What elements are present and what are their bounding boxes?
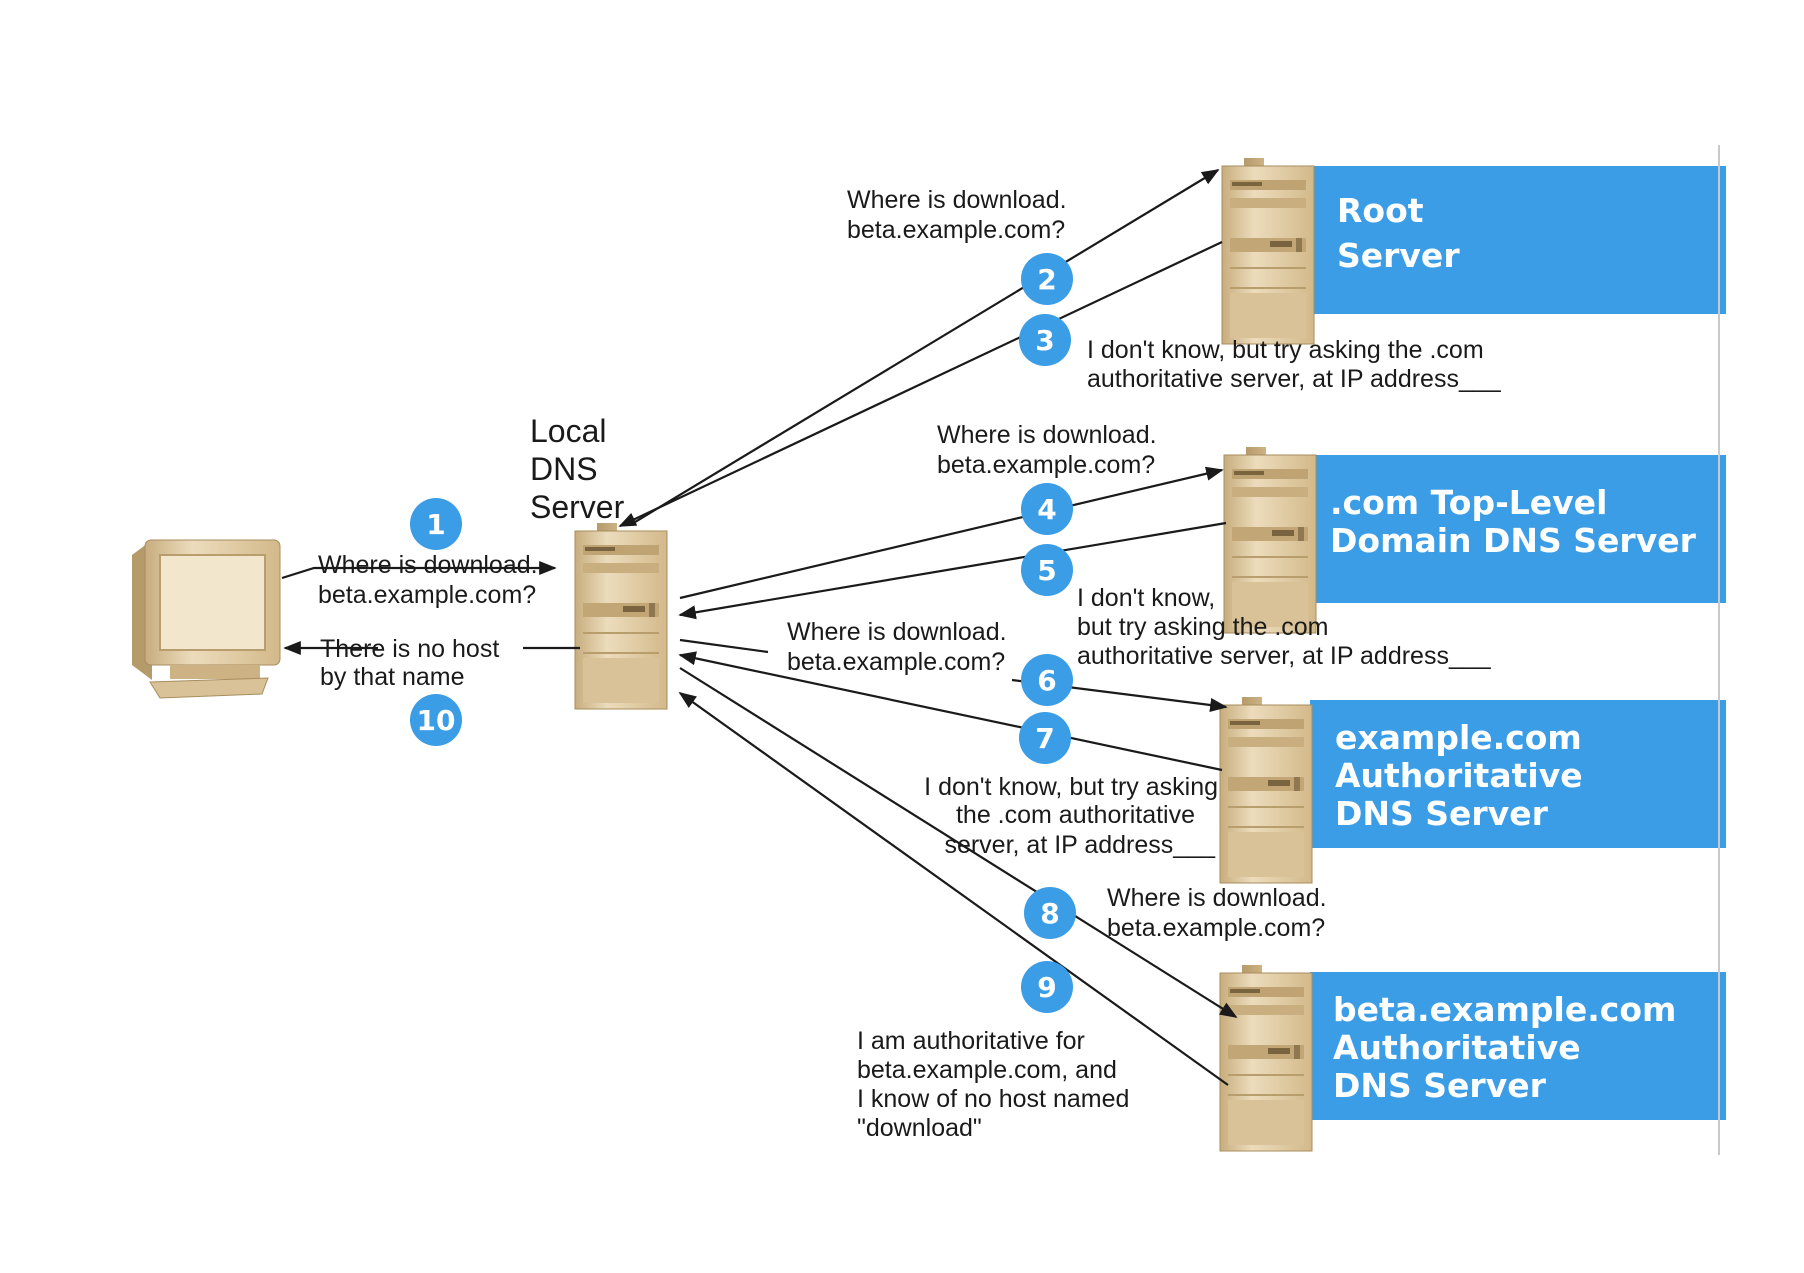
- root-server-label-line-1: Root: [1337, 191, 1424, 230]
- svg-text:"download": "download": [857, 1114, 982, 1142]
- step-10-badge: 10: [410, 694, 462, 746]
- arrow-step-5: [678, 521, 1227, 620]
- step-5-badge: 5: [1021, 544, 1073, 596]
- svg-text:7: 7: [1035, 722, 1054, 755]
- root-server-band: [1310, 166, 1726, 314]
- svg-text:authoritative server, at IP ad: authoritative server, at IP address___: [1077, 642, 1492, 670]
- svg-text:3: 3: [1035, 324, 1054, 357]
- example-server-label-line-3: DNS Server: [1335, 794, 1549, 833]
- example-server-icon: [1219, 696, 1313, 884]
- svg-text:the .com authoritative: the .com authoritative: [956, 801, 1195, 829]
- com-server-icon: [1223, 446, 1317, 634]
- svg-text:server, at IP address___: server, at IP address___: [944, 831, 1216, 859]
- beta-server-label-line-2: Authoritative: [1333, 1028, 1581, 1067]
- step-4-text: Where is download. beta.example.com?: [937, 421, 1157, 479]
- beta-server-label-line-1: beta.example.com: [1333, 990, 1676, 1029]
- svg-text:I don't know, but try asking t: I don't know, but try asking the .com: [1087, 336, 1484, 364]
- svg-text:beta.example.com?: beta.example.com?: [318, 581, 536, 609]
- svg-text:Where is download.: Where is download.: [787, 618, 1007, 646]
- local-dns-label-line-1: Local: [530, 413, 607, 449]
- arrow-step-2: [634, 169, 1220, 523]
- svg-text:9: 9: [1037, 971, 1056, 1004]
- step-5-text: I don't know, but try asking the .com au…: [1077, 584, 1492, 670]
- local-dns-server-icon: [574, 522, 668, 710]
- example-server-band: [1310, 700, 1726, 848]
- beta-server-band: [1310, 972, 1726, 1120]
- svg-text:beta.example.com?: beta.example.com?: [1107, 914, 1325, 942]
- arrow-step-9: [678, 691, 1229, 1086]
- svg-text:I am authoritative for: I am authoritative for: [857, 1027, 1085, 1055]
- svg-text:8: 8: [1040, 897, 1059, 930]
- arrow-step-1: [281, 560, 557, 580]
- svg-text:5: 5: [1037, 554, 1056, 587]
- svg-text:6: 6: [1037, 664, 1056, 697]
- step-6-badge: 6: [1021, 654, 1073, 706]
- root-server-label-line-2: Server: [1337, 236, 1460, 275]
- beta-server-icon: [1219, 964, 1313, 1152]
- com-server-label-line-1: .com Top-Level: [1330, 483, 1607, 522]
- arrow-step-4: [679, 466, 1224, 600]
- svg-text:beta.example.com, and: beta.example.com, and: [857, 1056, 1117, 1084]
- step-1-text: Where is download. beta.example.com?: [318, 551, 538, 609]
- step-3-text: I don't know, but try asking the .com au…: [1087, 336, 1502, 393]
- step-6-text: Where is download. beta.example.com?: [787, 618, 1007, 676]
- svg-text:There is no host: There is no host: [320, 635, 499, 663]
- svg-text:authoritative server, at IP ad: authoritative server, at IP address___: [1087, 365, 1502, 393]
- step-3-badge: 3: [1019, 314, 1071, 366]
- svg-text:4: 4: [1037, 493, 1056, 526]
- com-server-label-line-2: Domain DNS Server: [1330, 521, 1697, 560]
- svg-text:Where is download.: Where is download.: [1107, 884, 1327, 912]
- step-7-text: I don't know, but try asking the .com au…: [924, 773, 1218, 859]
- step-7-badge: 7: [1019, 712, 1071, 764]
- svg-text:10: 10: [417, 704, 456, 737]
- step-9-badge: 9: [1021, 961, 1073, 1013]
- arrow-step-7: [678, 651, 1223, 772]
- svg-text:by that name: by that name: [320, 663, 465, 691]
- step-8-text: Where is download. beta.example.com?: [1107, 884, 1327, 942]
- svg-text:I don't know,: I don't know,: [1077, 584, 1215, 612]
- step-9-text: I am authoritative for beta.example.com,…: [857, 1027, 1129, 1142]
- svg-text:but try asking the .com: but try asking the .com: [1077, 613, 1329, 641]
- svg-text:I don't know, but try asking: I don't know, but try asking: [924, 773, 1218, 801]
- example-server-label-line-1: example.com: [1335, 718, 1582, 757]
- example-server-label-line-2: Authoritative: [1335, 756, 1583, 795]
- svg-text:beta.example.com?: beta.example.com?: [787, 648, 1005, 676]
- step-8-badge: 8: [1024, 887, 1076, 939]
- step-4-badge: 4: [1021, 483, 1073, 535]
- com-server-band: [1310, 455, 1726, 603]
- svg-text:Where is download.: Where is download.: [318, 551, 538, 579]
- svg-text:Where is download.: Where is download.: [937, 421, 1157, 449]
- step-10-text: There is no host by that name: [320, 635, 499, 691]
- svg-text:beta.example.com?: beta.example.com?: [847, 216, 1065, 244]
- root-server-icon: [1221, 157, 1315, 345]
- step-1-badge: 1: [410, 498, 462, 550]
- svg-text:Where is download.: Where is download.: [847, 186, 1067, 214]
- svg-text:I know of no host named: I know of no host named: [857, 1085, 1129, 1113]
- step-2-text: Where is download. beta.example.com?: [847, 186, 1067, 244]
- local-dns-label-line-3: Server: [530, 489, 625, 525]
- client-computer-icon: [132, 539, 281, 699]
- arrow-step-3: [618, 241, 1223, 527]
- local-dns-label-line-2: DNS: [530, 451, 598, 487]
- svg-text:1: 1: [426, 508, 445, 541]
- beta-server-label-line-3: DNS Server: [1333, 1066, 1547, 1105]
- svg-text:beta.example.com?: beta.example.com?: [937, 451, 1155, 479]
- step-2-badge: 2: [1021, 253, 1073, 305]
- svg-text:2: 2: [1037, 263, 1056, 296]
- arrow-step-8: [679, 667, 1238, 1018]
